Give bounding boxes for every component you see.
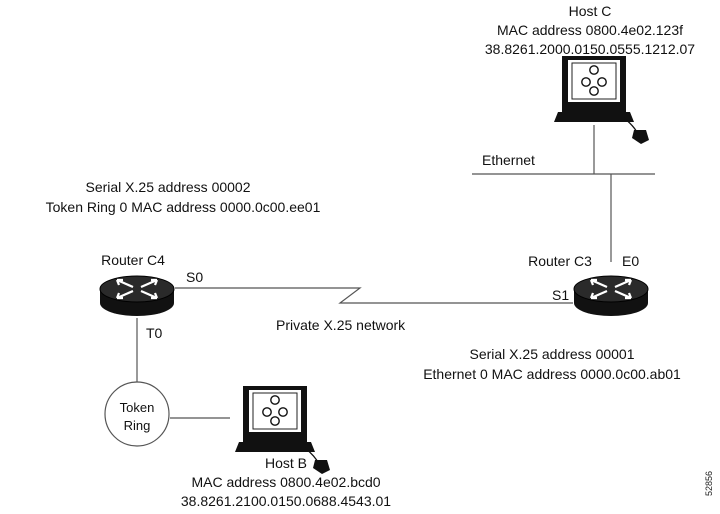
router-c4-port-t0: T0 — [146, 325, 163, 341]
router-c3-ethernet-mac: Ethernet 0 MAC address 0000.0c00.ab01 — [423, 366, 681, 382]
host-c-nsap: 38.8261.2000.0150.0555.1212.07 — [485, 41, 695, 57]
router-c3-name: Router C3 — [528, 253, 592, 269]
host-b-name: Host B — [265, 455, 307, 471]
host-b-mac: MAC address 0800.4e02.bcd0 — [191, 474, 380, 490]
figure-id: 52856 — [704, 471, 714, 496]
x25-network-label: Private X.25 network — [276, 317, 406, 333]
router-c4-port-s0: S0 — [186, 269, 203, 285]
router-c4-token-mac: Token Ring 0 MAC address 0000.0c00.ee01 — [46, 199, 321, 215]
router-c3-port-e0: E0 — [622, 253, 639, 269]
router-c3-port-s1: S1 — [552, 287, 569, 303]
token-ring-label-line2: Ring — [124, 418, 151, 433]
host-c-workstation-icon — [553, 55, 650, 145]
router-c4-serial-address: Serial X.25 address 00002 — [86, 179, 251, 195]
router-c3-icon — [572, 274, 650, 318]
x25-serial-link — [175, 287, 573, 304]
router-c3-serial-address: Serial X.25 address 00001 — [470, 346, 635, 362]
ethernet-label: Ethernet — [482, 152, 535, 168]
host-c-name: Host C — [569, 3, 612, 19]
host-c-mac: MAC address 0800.4e02.123f — [497, 22, 683, 38]
host-b-nsap: 38.8261.2100.0150.0688.4543.01 — [181, 493, 391, 509]
router-c4-name: Router C4 — [101, 252, 165, 268]
router-c4-icon — [98, 274, 176, 318]
token-ring-label-line1: Token — [120, 400, 155, 415]
token-ring-network — [104, 381, 170, 447]
